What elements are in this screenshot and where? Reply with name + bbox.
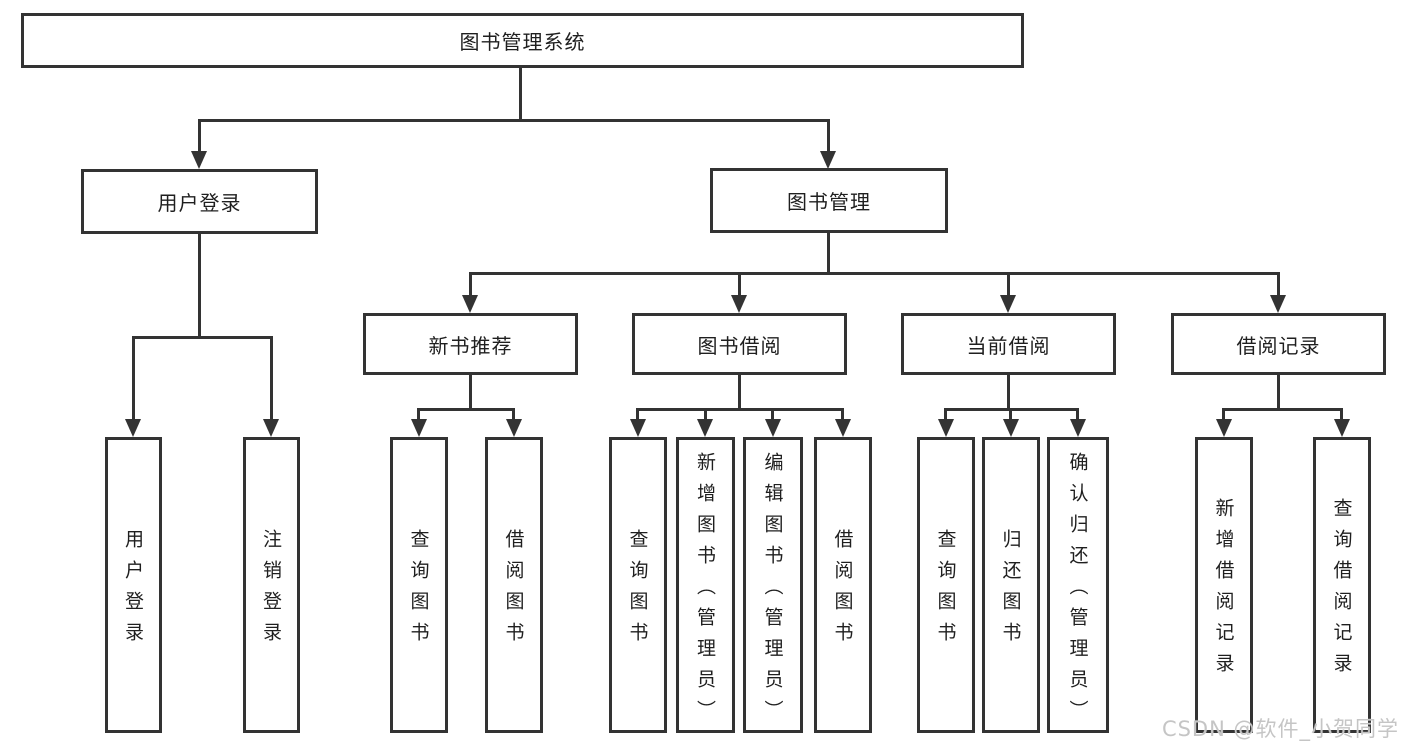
leaf-user-login: 用户登录	[105, 437, 162, 733]
arrow-down	[1216, 419, 1232, 437]
arrow-down	[835, 419, 851, 437]
arrow-down	[263, 419, 279, 437]
arrow-down	[1334, 419, 1350, 437]
leaf-query-borrow-record: 查询借阅记录	[1313, 437, 1371, 733]
connector-leaf-stem	[1009, 408, 1012, 419]
connector-rec-branch	[418, 408, 515, 411]
leaf-add-borrow-record-label: 新增借阅记录	[1212, 498, 1235, 684]
arrow-down	[1003, 419, 1019, 437]
leaf-return-book: 归还图书	[982, 437, 1040, 733]
csdn-watermark: CSDN @软件_小贺同学	[1161, 717, 1399, 741]
connector-current-down	[1007, 375, 1010, 408]
node-root-label: 图书管理系统	[459, 30, 586, 54]
leaf-borrow-books-2: 借阅图书	[814, 437, 872, 733]
connector-leaf-stem	[512, 408, 515, 419]
connector-leaf-stem	[132, 336, 135, 419]
leaf-add-borrow-record: 新增借阅记录	[1195, 437, 1253, 733]
arrow-down	[125, 419, 141, 437]
leaf-query-books-2-label: 查询图书	[626, 529, 649, 653]
connector-leaf-stem	[841, 408, 844, 419]
arrow-down	[1070, 419, 1086, 437]
connector-leaf-stem	[771, 408, 774, 419]
leaf-logout-label: 注销登录	[260, 529, 282, 653]
leaf-edit-book: 编辑图书（管理员）	[743, 437, 803, 733]
arrow-down	[938, 419, 954, 437]
leaf-query-books-3-label: 查询图书	[934, 529, 957, 653]
node-borrow-records-label: 借阅记录	[1236, 333, 1321, 358]
connector-leaf-stem	[636, 408, 639, 419]
leaf-confirm-return-label: 确认归还（管理员）	[1066, 451, 1089, 731]
connector-borrow-down	[738, 375, 741, 408]
connector-l3-stem	[469, 272, 472, 295]
connector-level2-branch	[198, 119, 830, 122]
arrow-down	[506, 419, 522, 437]
leaf-query-borrow-record-label: 查询借阅记录	[1330, 498, 1353, 684]
node-book-mgmt-label: 图书管理	[787, 190, 871, 214]
connector-leaf-stem	[704, 408, 707, 419]
leaf-confirm-return: 确认归还（管理员）	[1047, 437, 1109, 733]
leaf-add-book: 新增图书（管理员）	[676, 437, 735, 733]
node-book-mgmt: 图书管理	[710, 168, 948, 233]
connector-user-login-stem	[198, 119, 201, 151]
leaf-query-books-2: 查询图书	[609, 437, 667, 733]
connector-user-login-branch	[132, 336, 273, 339]
connector-user-login-down	[198, 234, 201, 336]
arrow-down	[630, 419, 646, 437]
arrow-down	[765, 419, 781, 437]
leaf-return-book-label: 归还图书	[999, 529, 1022, 653]
arrow-down	[411, 419, 427, 437]
connector-current-branch	[945, 408, 1079, 411]
connector-leaf-stem	[1340, 408, 1343, 419]
connector-borrow-branch	[637, 408, 844, 411]
node-current-borrow-label: 当前借阅	[966, 333, 1051, 358]
leaf-user-login-label: 用户登录	[122, 529, 144, 653]
leaf-add-book-label: 新增图书（管理员）	[694, 451, 716, 731]
leaf-borrow-books-1-label: 借阅图书	[502, 529, 525, 653]
connector-level3-branch	[469, 272, 1280, 275]
node-user-login: 用户登录	[81, 169, 318, 234]
leaf-borrow-books-1: 借阅图书	[485, 437, 543, 733]
arrow-down	[820, 151, 836, 169]
arrow-down	[697, 419, 713, 437]
connector-book-mgmt-down	[827, 233, 830, 272]
node-book-borrow-label: 图书借阅	[697, 333, 782, 358]
arrow-down	[462, 295, 478, 313]
connector-records-down	[1277, 375, 1280, 408]
node-new-book-rec-label: 新书推荐	[428, 333, 513, 358]
connector-root-stem	[519, 68, 522, 119]
node-current-borrow: 当前借阅	[901, 313, 1116, 375]
leaf-query-books-1: 查询图书	[390, 437, 448, 733]
connector-leaf-stem	[944, 408, 947, 419]
connector-leaf-stem	[1076, 408, 1079, 419]
leaf-logout: 注销登录	[243, 437, 300, 733]
connector-leaf-stem	[417, 408, 420, 419]
leaf-query-books-3: 查询图书	[917, 437, 975, 733]
node-root: 图书管理系统	[21, 13, 1024, 68]
node-user-login-label: 用户登录	[157, 191, 242, 215]
arrow-down	[1270, 295, 1286, 313]
connector-book-mgmt-stem	[827, 119, 830, 151]
node-book-borrow: 图书借阅	[632, 313, 847, 375]
node-borrow-records: 借阅记录	[1171, 313, 1386, 375]
arrow-down	[1000, 295, 1016, 313]
connector-leaf-stem	[270, 336, 273, 419]
arrow-down	[191, 151, 207, 169]
connector-records-branch	[1223, 408, 1343, 411]
connector-leaf-stem	[1222, 408, 1225, 419]
node-new-book-rec: 新书推荐	[363, 313, 578, 375]
leaf-borrow-books-2-label: 借阅图书	[831, 529, 854, 653]
connector-l3-stem	[1277, 272, 1280, 295]
arrow-down	[731, 295, 747, 313]
leaf-query-books-1-label: 查询图书	[407, 529, 430, 653]
connector-rec-down	[469, 375, 472, 408]
connector-l3-stem	[738, 272, 741, 295]
connector-l3-stem	[1007, 272, 1010, 295]
leaf-edit-book-label: 编辑图书（管理员）	[761, 451, 784, 731]
